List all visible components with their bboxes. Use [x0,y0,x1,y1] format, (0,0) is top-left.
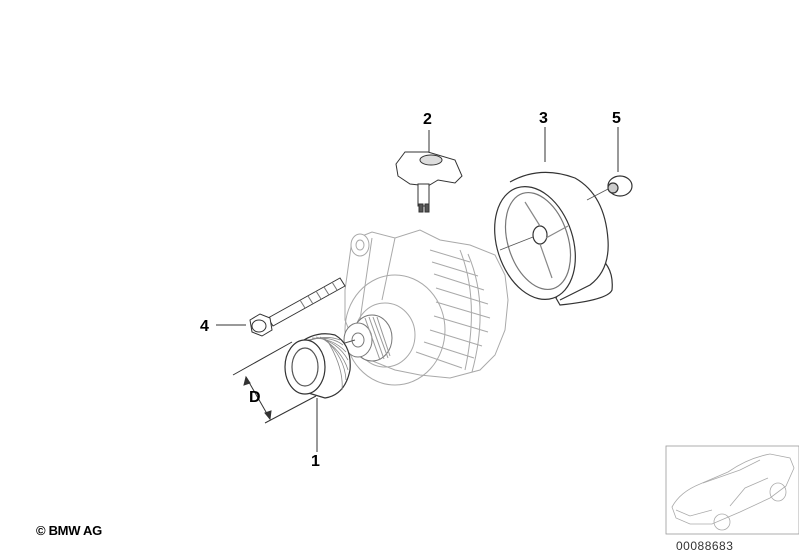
dimension-label: D [249,389,261,406]
callout-3: 3 [539,110,548,127]
protective-cap-illustration [494,171,613,306]
diagram-number: 00088683 [676,539,734,553]
callout-numbers: 2 3 5 4 1 D [200,110,621,470]
bolt-illustration [249,277,346,337]
regulator-illustration [395,151,463,213]
nut-illustration [607,175,633,197]
callout-2: 2 [423,111,432,128]
dimension-d [232,341,317,424]
callout-5: 5 [612,110,621,127]
copyright-text: © BMW AG [36,523,102,538]
pulley-illustration [284,333,351,399]
callout-4: 4 [200,318,209,335]
callout-1: 1 [311,453,320,470]
leader-lines [216,127,619,452]
alternator-illustration [337,229,509,386]
vehicle-thumbnail [665,445,799,535]
